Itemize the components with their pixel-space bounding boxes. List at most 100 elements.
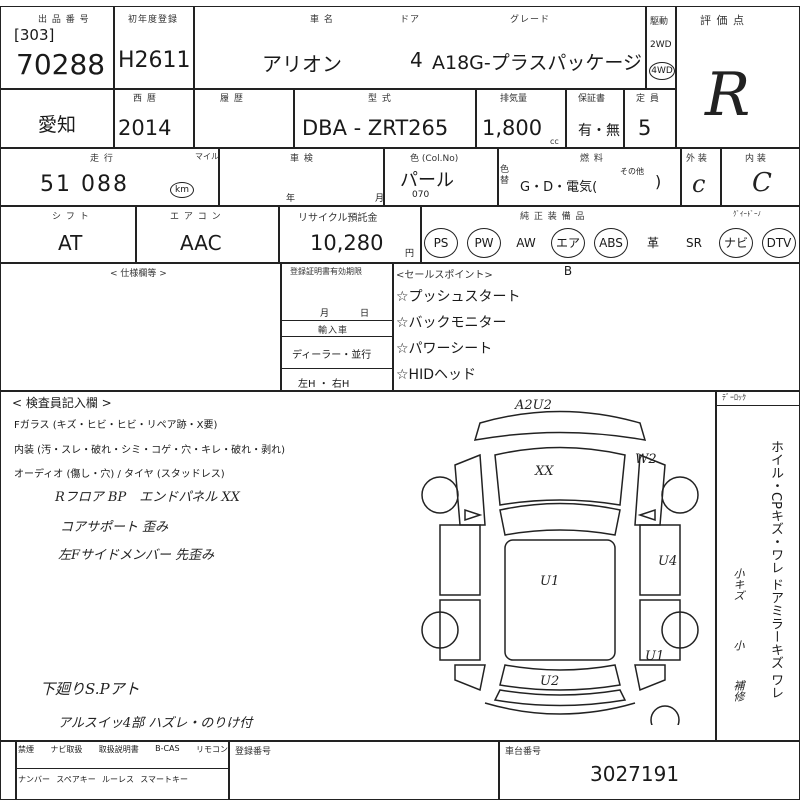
model-label: 型 式 (368, 94, 392, 104)
lot-number: 70288 (16, 48, 106, 81)
interior-label: 内 装 (745, 154, 766, 164)
car-name: アリオン (262, 52, 342, 76)
import-dealer: ディーラー・並行 (292, 350, 372, 361)
hand-note: 左Fサイドメンバー 先歪み (58, 548, 215, 563)
doors: 4 (410, 48, 423, 72)
side-mark: 小 (732, 640, 745, 651)
year-label: 西 暦 (133, 94, 157, 104)
footer-label: ルーレス (101, 775, 134, 784)
sales-point: ☆プッシュスタート (396, 289, 521, 305)
equipment-item: PS (424, 228, 458, 258)
recycle-label: リサイクル預託金 (298, 213, 378, 224)
footer-label: 取扱説明書 (98, 745, 139, 754)
inspector-label: < 検査員記入欄 > (12, 396, 112, 410)
equipment-item: SR (686, 236, 702, 250)
interior: C (752, 168, 772, 198)
equipment-label: 純 正 装 備 品 (520, 212, 586, 222)
import-label: 輸入車 (318, 326, 349, 336)
lot-code: [303] (14, 26, 55, 44)
year: 2014 (118, 116, 172, 140)
mark-top: A2U2 (514, 398, 552, 413)
first-reg: H2611 (118, 48, 191, 73)
lot-label: 出 品 番 号 (38, 15, 90, 25)
warranty-label: 保証書 (578, 94, 606, 104)
drive-label: 駆動 (650, 17, 669, 27)
ac-label: エ ア コ ン (170, 212, 222, 222)
fuel-label: 燃 料 (580, 154, 604, 164)
first-reg-label: 初年度登録 (128, 15, 179, 25)
grade: A18G-プラスパッケージ (432, 52, 642, 74)
footer-label: スマートキー (140, 775, 188, 784)
interior-notes: 内装 (汚・スレ・破れ・シミ・コゲ・穴・キレ・破れ・剥れ) (14, 445, 285, 456)
mark-front: XX (534, 464, 554, 479)
doors-label: ドア (400, 15, 421, 25)
displacement-unit: cc (550, 137, 559, 146)
side-notes: ホイル・CPキズ・ワレ ドアミラーキズ ワレ (768, 440, 783, 700)
inspection-label: 車 検 (290, 154, 314, 164)
history-label: 履 歴 (220, 94, 244, 104)
recycle-unit: 円 (405, 249, 415, 259)
capacity: 5 (638, 116, 652, 140)
warranty: 有・無 (578, 123, 620, 139)
seal-note: アルスイッ4部 ハズレ・のりけ付 (58, 716, 253, 731)
equipment-list: PS PW AW エアB ABS 革 SR ナビ DTV (424, 228, 796, 278)
exterior-label: 外 装 (686, 154, 707, 164)
side-label: ﾃﾞｰﾛｯｸ (722, 393, 746, 402)
footer-label: B-CAS (155, 744, 180, 753)
side-mark: 小キズ (732, 568, 745, 601)
color-label: 色 (Col.No) (410, 154, 459, 164)
sales-point: ☆バックモニター (396, 315, 507, 331)
shift: AT (58, 231, 83, 255)
car-damage-diagram: A2U2 XX W2 U4 U1 U1 U2 (421, 398, 699, 725)
mileage-unit-alt: マイル (195, 152, 219, 161)
capacity-label: 定 員 (636, 94, 660, 104)
displacement: 1,800 (482, 116, 543, 140)
drive-4wd: 4WD (649, 62, 675, 80)
mark-front-right: W2 (635, 452, 657, 467)
model: DBA - ZRT265 (302, 116, 449, 140)
displacement-label: 排気量 (500, 94, 528, 104)
exterior: c (692, 170, 706, 198)
footer-label: 禁煙 (18, 745, 34, 754)
equipment-item: DTV (762, 228, 796, 258)
side-mark: 補修 (732, 680, 745, 702)
footer-label: ナンバー (18, 775, 50, 784)
mileage: 51 088 (40, 172, 129, 197)
color-change: 色替 (500, 165, 510, 186)
equipment-item: エアB (551, 228, 585, 278)
equipment-item: ナビ (719, 228, 753, 258)
score: R (705, 60, 751, 130)
mileage-label: 走 行 (90, 154, 114, 164)
sales-point: ☆HIDヘッド (396, 367, 476, 383)
footer-label: ナビ取扱 (50, 745, 83, 754)
footer-label: スペアキー (56, 775, 96, 784)
equipment-extra-label: ｸﾞｲｰﾄﾞｰﾉ (733, 210, 761, 218)
shift-label: シ フ ト (52, 212, 90, 222)
under-note: 下廻りS.Pアト (40, 680, 140, 698)
mileage-unit: km (170, 182, 194, 198)
drive-2wd: 2WD (650, 40, 672, 50)
ac: AAC (180, 231, 222, 255)
doc-no-label: 登録番号 (235, 747, 272, 757)
equipment-item: ABS (594, 228, 628, 258)
audio-tire-notes: オーディオ (傷し・穴) / タイヤ (スタッドレス) (14, 469, 225, 480)
mark-center: U1 (540, 574, 559, 589)
fglass-notes: Fガラス (キズ・ヒビ・ヒビ・リペア跡・X要) (14, 420, 218, 431)
equipment-item: PW (467, 228, 501, 258)
inspection-year: 年 (286, 194, 296, 204)
region: 愛知 (38, 114, 77, 136)
grade-label: グレード (510, 15, 551, 25)
frame-no: 3027191 (590, 762, 680, 786)
hand-note: コアサポート 歪み (60, 520, 169, 535)
sales-points-label: <セールスポイント> (396, 270, 493, 281)
mark-rear: U2 (540, 674, 559, 689)
memo-label: < 仕様欄等 > (110, 269, 167, 279)
fuel-close: ) (655, 172, 662, 191)
equipment-item: AW (516, 236, 536, 250)
fuel: G・D・電気( (520, 180, 598, 195)
frame-no-label: 車台番号 (505, 747, 542, 757)
equipment-item: 革 (646, 236, 659, 250)
car-name-label: 車 名 (310, 15, 334, 25)
handle: 左H ・ 右H (298, 379, 350, 390)
